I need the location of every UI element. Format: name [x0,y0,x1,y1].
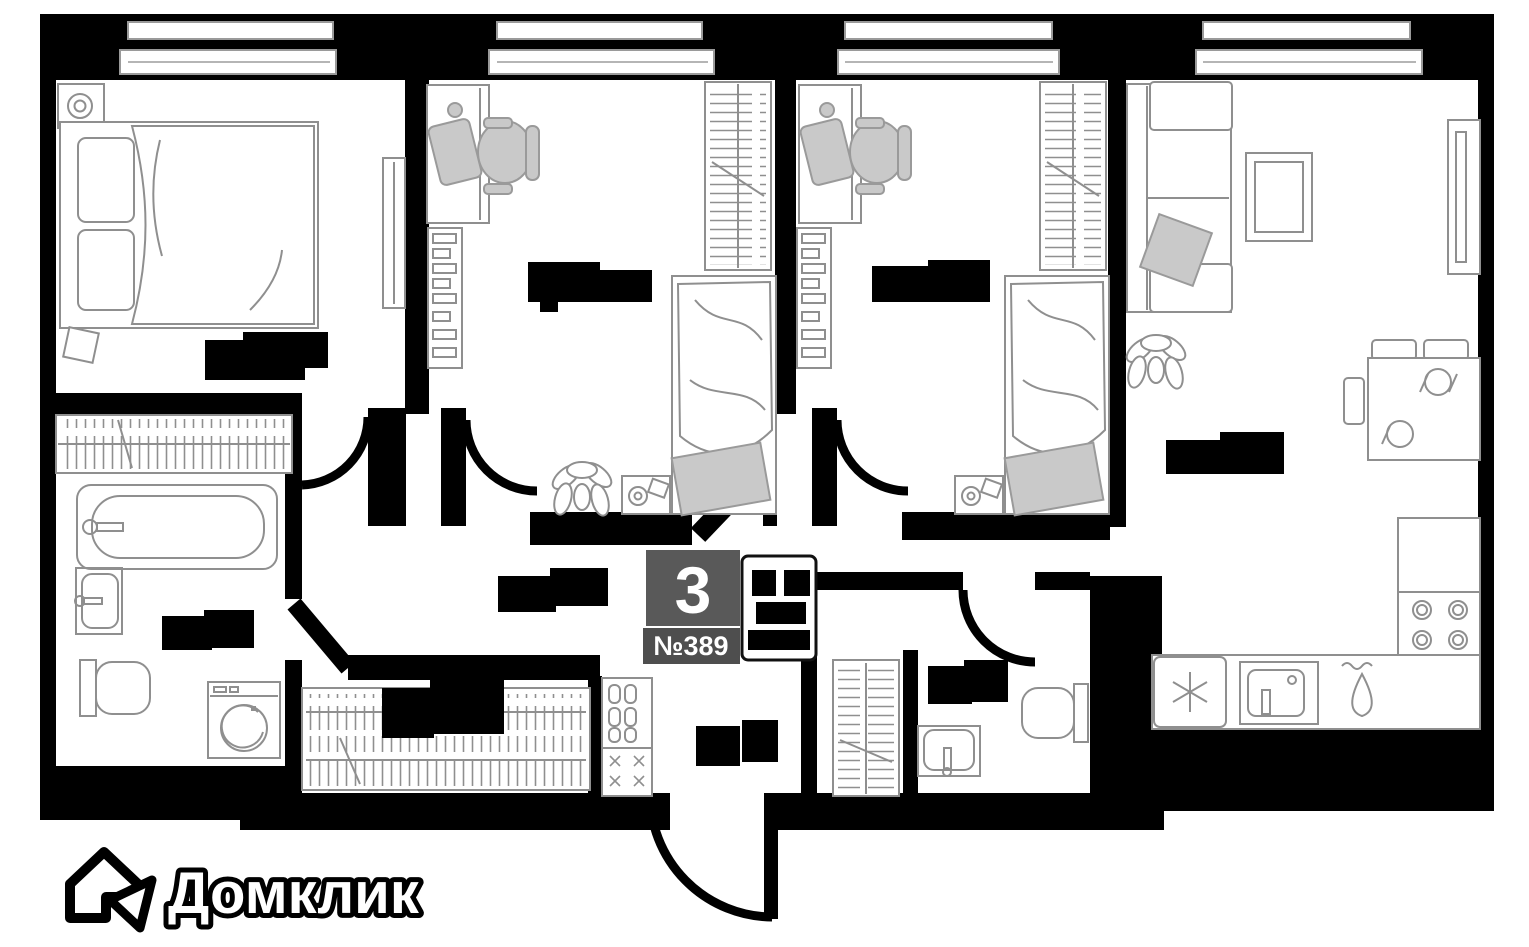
pillow [77,229,135,311]
gas-icon [1341,662,1373,718]
apartment-number: №389 [653,631,728,661]
pillow [1138,212,1214,288]
lamp-icon [67,93,93,119]
cup-icon [447,102,463,118]
laptop [427,118,483,186]
chair [1343,377,1365,425]
window-icon [1202,21,1411,40]
plant-icon [551,461,613,517]
redacted-label-bedroom-2 [528,262,652,312]
redacted-label-bathroom [162,610,254,650]
dining-set [1343,339,1481,461]
window-icon [844,21,1053,40]
bedroom-3 [796,81,1110,517]
entry-corridor [601,659,900,797]
single-bed [670,275,777,517]
drawer-shelf [796,227,832,369]
bedside-table [621,475,671,515]
window-icon [496,21,703,40]
side-table [1245,152,1313,242]
kitchen-sink [1239,661,1319,725]
logo-text: Домклик [168,861,420,926]
door-arc-bedroom-1 [301,416,373,490]
rooms-count: 3 [675,553,712,627]
redacted-label-hallway [498,568,608,612]
logo-cursor-icon [105,875,157,933]
redacted-label-entry [696,720,778,766]
entrance-door-arc [645,792,773,922]
redacted-label-bedroom-3 [872,260,990,302]
cup-icon [961,486,981,506]
blanket [130,125,315,325]
apartment-number-bar [643,628,740,664]
window-icon [127,21,334,40]
office-chair [849,117,912,195]
redacted-area-labels [162,260,1284,766]
single-bed [1003,275,1110,517]
drawer-x-marks [609,755,645,787]
nightstand [57,83,105,129]
cup-icon [628,486,648,506]
armrest [1149,81,1233,131]
redacted-label-bedroom-1 [205,332,328,380]
snowflake-icon [1172,672,1208,712]
cup-icon [819,102,835,118]
hatched-closet [55,414,293,474]
pillow [77,137,135,223]
toilet [1021,683,1089,743]
washing-machine [207,681,281,759]
door-arcs [301,416,1036,922]
stool [62,326,100,364]
windows [119,21,1423,75]
redacted-label-wardrobe-room [382,676,504,738]
sofa [1126,81,1233,313]
shoe-cabinet [601,677,653,797]
tv-stand [1447,119,1481,275]
drawer-shelf [427,227,463,369]
logo-house-icon [65,847,157,933]
coat-rack [832,659,900,797]
redacted-label-toilet [928,660,1008,704]
bedroom-2 [426,81,777,517]
toilet-room [917,683,1089,777]
bedroom-1 [55,83,406,474]
fridge [1153,656,1227,728]
kitchen [1151,517,1481,730]
dining-table [1367,357,1481,461]
office-chair [477,117,540,195]
living-kitchen [1125,81,1481,730]
bathroom [74,484,281,759]
toilet [79,659,151,717]
area-box-redacted [740,554,818,662]
pillow [1003,441,1105,517]
book [646,477,671,499]
redacted-label-living [1166,432,1284,474]
tv-icon [1455,131,1467,263]
wardrobe [704,81,772,271]
laptop [799,118,855,186]
book [979,477,1004,499]
sink [917,725,981,777]
door-arc-bedroom-2 [461,419,538,496]
bedside-table [954,475,1004,515]
tall-cabinet [1397,517,1481,593]
apartment-badge: 3 №389 [643,550,818,664]
pillow [670,441,772,517]
door-arc-toilet [958,589,1036,667]
wardrobe [1039,81,1107,271]
logo: Домклик [65,847,425,933]
bathtub [76,484,278,570]
plant-icon [1125,334,1187,390]
stove [1397,591,1481,657]
rooms-count-tile [646,550,740,626]
sink [74,567,123,635]
door-arc-bedroom-3 [832,419,909,496]
